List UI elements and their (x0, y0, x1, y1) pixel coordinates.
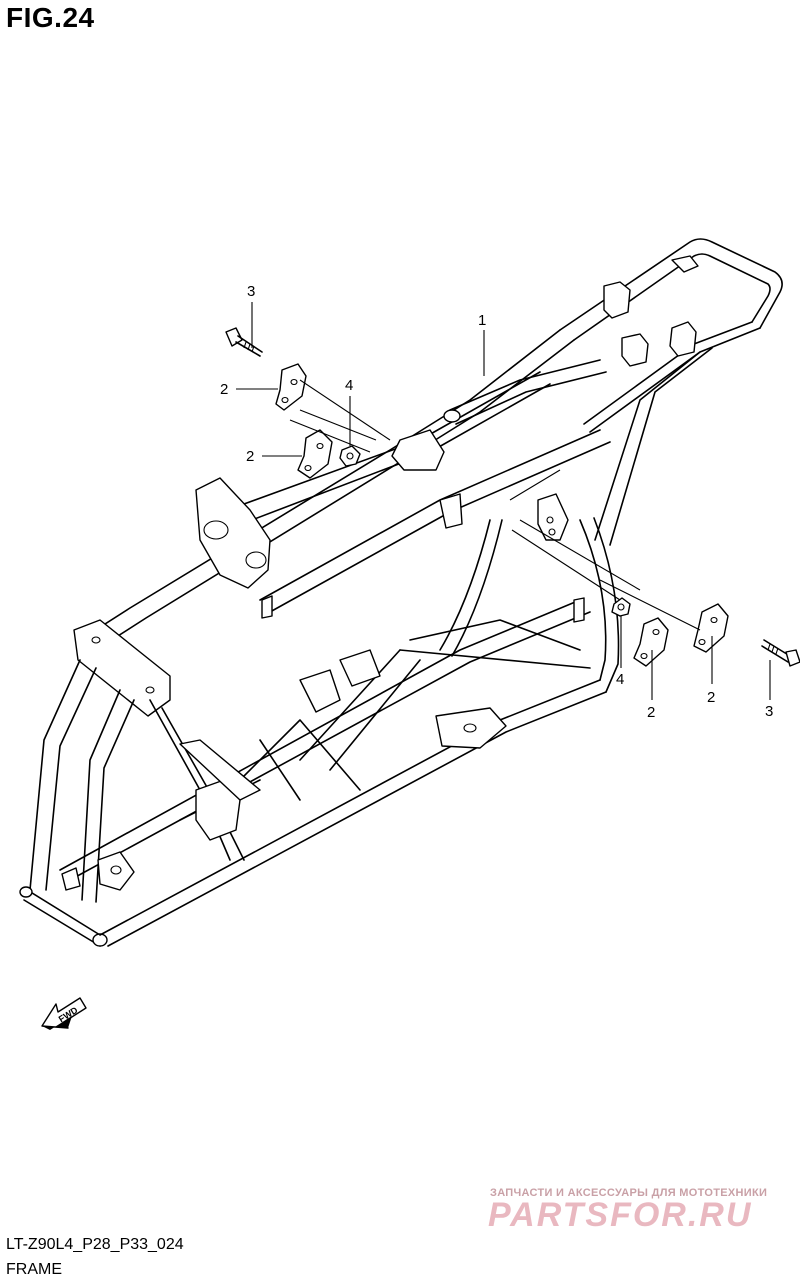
bracket-plate-right-a (693, 603, 729, 653)
callout-2-upper-left-b: 2 (246, 448, 254, 465)
bolt-upper-left (225, 327, 263, 357)
fwd-arrow-icon: FWD (41, 997, 87, 1030)
watermark-tagline: ЗАПЧАСТИ И АКСЕССУАРЫ ДЛЯ МОТОТЕХНИКИ (490, 1187, 768, 1199)
callout-4-upper-left: 4 (345, 377, 353, 394)
callout-3-upper-left: 3 (247, 283, 255, 300)
callout-3-right: 3 (765, 703, 773, 720)
bolt-lower-right (761, 639, 800, 667)
frame-body (19, 238, 783, 947)
callout-2-right-b: 2 (707, 689, 715, 706)
figure-title: FIG.24 (6, 2, 95, 33)
callout-2-upper-left-a: 2 (220, 381, 228, 398)
callout-1: 1 (478, 312, 486, 329)
watermark-brand: PARTSFOR.RU (488, 1196, 753, 1234)
diagram-name: FRAME (6, 1261, 62, 1278)
callout-4-right: 4 (616, 671, 624, 688)
callout-leaders (236, 302, 771, 700)
nut-lower-right (611, 597, 631, 617)
bracket-plate-upper-left-b (297, 429, 333, 479)
nut-upper-left (339, 445, 361, 467)
bracket-plate-right-b (633, 617, 669, 667)
callout-2-right-a: 2 (647, 704, 655, 721)
bracket-plate-upper-left-a (275, 363, 307, 411)
diagram-code: LT-Z90L4_P28_P33_024 (6, 1236, 184, 1253)
